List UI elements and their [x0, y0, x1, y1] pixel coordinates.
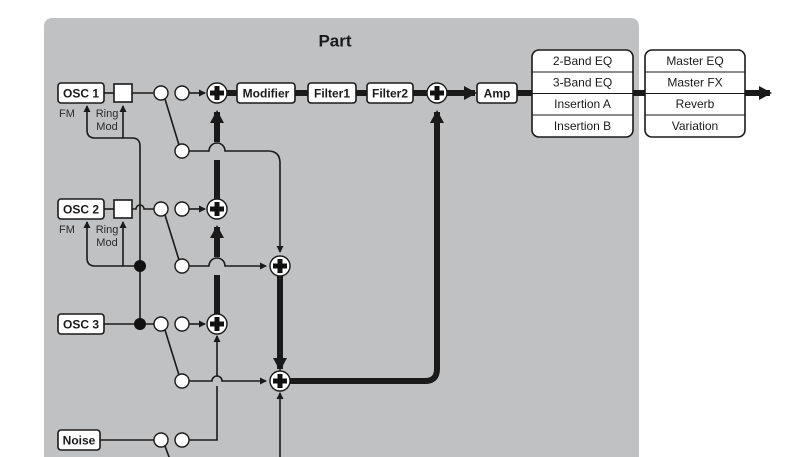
amp-label: Amp [484, 87, 511, 101]
fm-label: FM [59, 108, 75, 120]
filter1-label: Filter1 [314, 87, 350, 101]
master-effects-block: Master EQ Master FX Reverb Variation [644, 49, 746, 138]
mixer-plus-icon [206, 198, 228, 220]
part-effect-item[interactable]: Insertion B [554, 119, 611, 133]
mixer-plus-icon [269, 255, 291, 277]
line-crossings [189, 142, 284, 385]
node-circle[interactable] [174, 373, 190, 389]
mixer-plus-icon [206, 313, 228, 335]
filter2-block[interactable]: Filter2 [366, 82, 414, 104]
osc3-label: OSC 3 [63, 318, 99, 332]
node-circle[interactable] [174, 201, 190, 217]
part-effects-block: 2-Band EQ 3-Band EQ Insertion A Insertio… [531, 49, 634, 138]
filter1-block[interactable]: Filter1 [307, 82, 357, 104]
node-circle[interactable] [153, 85, 169, 101]
node-circle[interactable] [174, 258, 190, 274]
mixer-plus-icon [269, 370, 291, 392]
noise-label: Noise [63, 434, 96, 448]
master-effect-item[interactable]: Variation [672, 119, 718, 133]
mixer-plus-icon [206, 82, 228, 104]
ring-label: Ring [96, 224, 119, 236]
master-effect-item[interactable]: Reverb [676, 97, 715, 111]
part-panel [44, 18, 639, 457]
osc2-block[interactable]: OSC 2 [57, 198, 105, 220]
node-circle[interactable] [153, 432, 169, 448]
mixer-plus-icon [426, 82, 448, 104]
node-circle[interactable] [174, 85, 190, 101]
node-circle[interactable] [174, 143, 190, 159]
osc3-block[interactable]: OSC 3 [57, 313, 105, 335]
modifier-label: Modifier [243, 87, 290, 101]
osc1-block[interactable]: OSC 1 [57, 82, 105, 104]
master-effect-item[interactable]: Master EQ [666, 54, 723, 68]
node-circle[interactable] [153, 316, 169, 332]
part-effect-item[interactable]: 2-Band EQ [553, 54, 612, 68]
part-effect-item[interactable]: 3-Band EQ [553, 76, 612, 90]
node-circle[interactable] [174, 316, 190, 332]
switch-nodes [153, 85, 190, 448]
fm-label: FM [59, 224, 75, 236]
node-circle[interactable] [153, 201, 169, 217]
filter2-label: Filter2 [372, 87, 408, 101]
osc1-label: OSC 1 [63, 87, 99, 101]
mod-label: Mod [96, 121, 117, 133]
mod-label: Mod [96, 237, 117, 249]
ring-mod-square[interactable] [113, 199, 133, 219]
junction-dot [134, 318, 146, 330]
noise-block[interactable]: Noise [57, 429, 101, 451]
node-circle[interactable] [174, 432, 190, 448]
master-effect-item[interactable]: Master FX [667, 76, 722, 90]
osc2-label: OSC 2 [63, 203, 99, 217]
part-effect-item[interactable]: Insertion A [554, 97, 611, 111]
part-title: Part [318, 32, 351, 51]
main-signal-path [217, 86, 772, 384]
thin-wiring [83, 89, 284, 457]
ring-mod-square[interactable] [113, 83, 133, 103]
amp-block[interactable]: Amp [476, 82, 518, 104]
junction-dot [134, 260, 146, 272]
ring-label: Ring [96, 108, 119, 120]
modifier-block[interactable]: Modifier [236, 82, 296, 104]
